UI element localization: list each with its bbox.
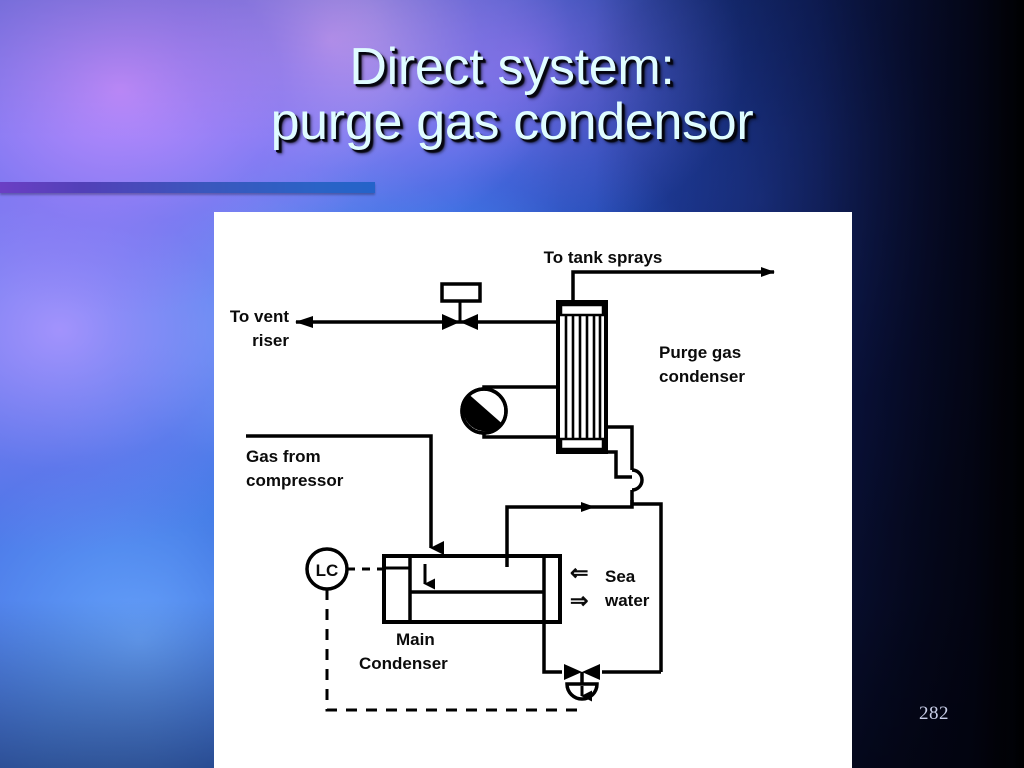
label-main-condenser-line1: Main bbox=[396, 630, 435, 649]
process-flow-diagram: To tank sprays Purge gas condenser bbox=[230, 248, 775, 712]
sea-water-outlet-arrow-icon: ⇒ bbox=[570, 588, 588, 613]
signal-lc-to-control-valve bbox=[325, 589, 582, 712]
label-to-tank-sprays: To tank sprays bbox=[544, 248, 663, 267]
vent-control-valve bbox=[440, 282, 482, 330]
label-to-vent-riser-line1: To vent bbox=[230, 307, 290, 326]
pipe-condensate-down-right bbox=[630, 490, 663, 672]
title-line-2: purge gas condensor bbox=[270, 93, 754, 152]
pipe-crossover-hop bbox=[631, 468, 644, 492]
pipe-to-tank-sprays bbox=[571, 267, 775, 304]
pipe-gas-from-compressor bbox=[246, 434, 444, 555]
pipe-condenser-bottom-outlet bbox=[606, 450, 632, 479]
title-divider-bar bbox=[0, 182, 375, 193]
label-gas-from-compressor-line1: Gas from bbox=[246, 447, 321, 466]
diagram-image-panel: To tank sprays Purge gas condenser bbox=[214, 212, 852, 768]
slide-number: 282 bbox=[919, 703, 949, 724]
pump bbox=[460, 387, 508, 435]
label-main-condenser-line2: Condenser bbox=[359, 654, 448, 673]
pipe-main-condenser-vapour-out bbox=[505, 502, 595, 567]
pipe-condenser-right-outlet bbox=[606, 425, 634, 470]
sea-water-inlet-arrow-icon: ⇐ bbox=[570, 560, 588, 585]
label-level-controller: LC bbox=[316, 561, 339, 580]
main-condenser bbox=[382, 554, 562, 624]
pipe-vapour-to-purge-riser bbox=[594, 500, 634, 509]
title-line-1: Direct system: bbox=[349, 38, 675, 96]
slide-title: Direct system: purge gas condensor bbox=[0, 38, 1024, 152]
label-gas-from-compressor-line2: compressor bbox=[246, 471, 344, 490]
level-controller: LC bbox=[305, 547, 349, 591]
condensate-control-valve bbox=[564, 664, 600, 702]
label-purge-gas-condenser-line1: Purge gas bbox=[659, 343, 741, 362]
label-sea-water-line2: water bbox=[604, 591, 650, 610]
pipe-main-condenser-condensate-out bbox=[542, 622, 562, 674]
background-right-edge-shadow bbox=[998, 0, 1024, 768]
label-to-vent-riser-line2: riser bbox=[252, 331, 289, 350]
label-sea-water-line1: Sea bbox=[605, 567, 636, 586]
label-purge-gas-condenser-line2: condenser bbox=[659, 367, 745, 386]
purge-gas-condenser bbox=[556, 300, 608, 454]
